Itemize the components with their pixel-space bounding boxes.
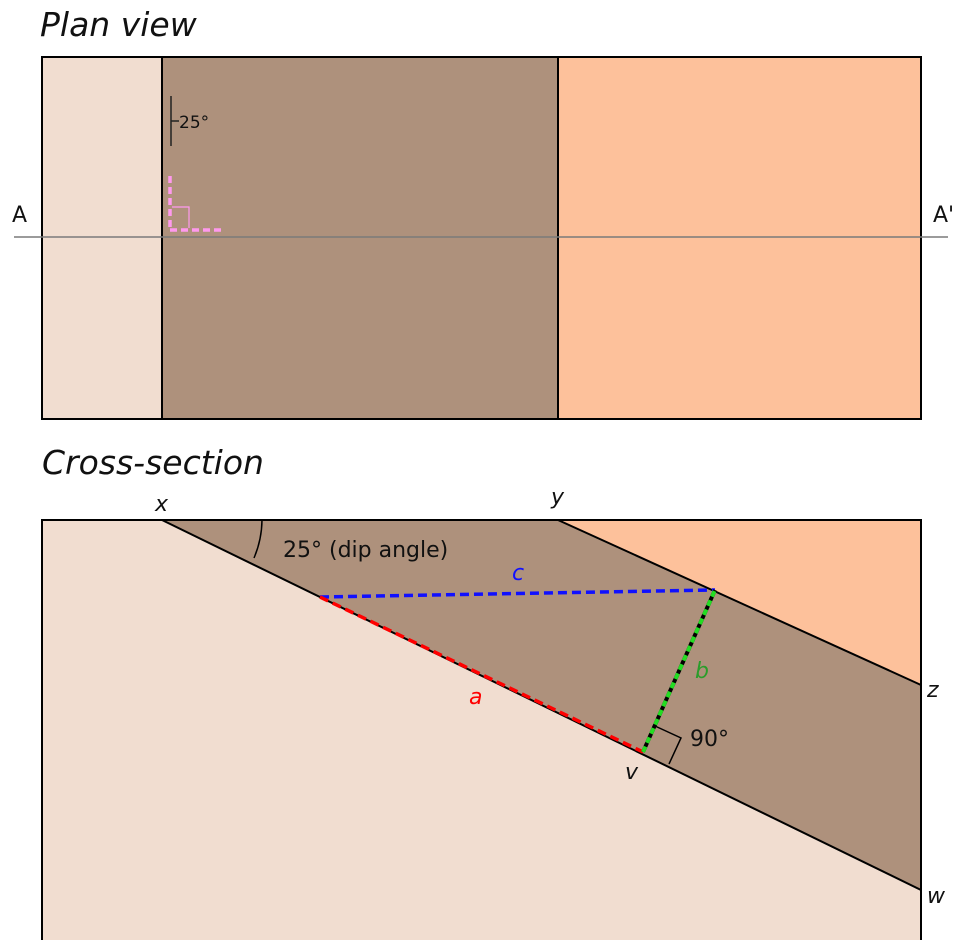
plan-unit-middle <box>162 57 558 419</box>
side-a-label: a <box>469 685 482 710</box>
point-y-label: y <box>550 485 565 510</box>
side-a-line <box>319 595 644 754</box>
cross-section: 25° (dip angle) 90° c a b x y z w v <box>41 485 946 940</box>
upper-contact <box>557 519 922 686</box>
side-c-line <box>319 588 716 599</box>
cross-section-title: Cross-section <box>42 443 264 482</box>
side-c-label: c <box>512 561 524 586</box>
right-angle-label: 90° <box>690 727 729 752</box>
strike-dip-label: 25° <box>179 113 209 133</box>
point-w-label: w <box>927 884 946 909</box>
plan-frame <box>41 56 922 420</box>
thickness-marker-icon <box>168 176 224 232</box>
right-angle-marker-icon <box>654 725 682 765</box>
side-b-line <box>641 589 717 753</box>
point-x-label: x <box>154 492 169 517</box>
dip-angle-label: 25° (dip angle) <box>283 538 448 563</box>
plan-view-title: Plan view <box>40 5 197 44</box>
point-z-label: z <box>926 678 939 703</box>
dip-angle-arc <box>253 519 263 559</box>
plan-view: A A' 25° <box>12 56 954 420</box>
point-v-label: v <box>625 760 639 785</box>
section-frame <box>41 519 922 940</box>
label-a: A <box>12 203 27 228</box>
plan-unit-light <box>42 57 162 419</box>
label-a-prime: A' <box>933 203 954 228</box>
plan-unit-right <box>558 57 921 419</box>
side-b-label: b <box>695 659 709 684</box>
